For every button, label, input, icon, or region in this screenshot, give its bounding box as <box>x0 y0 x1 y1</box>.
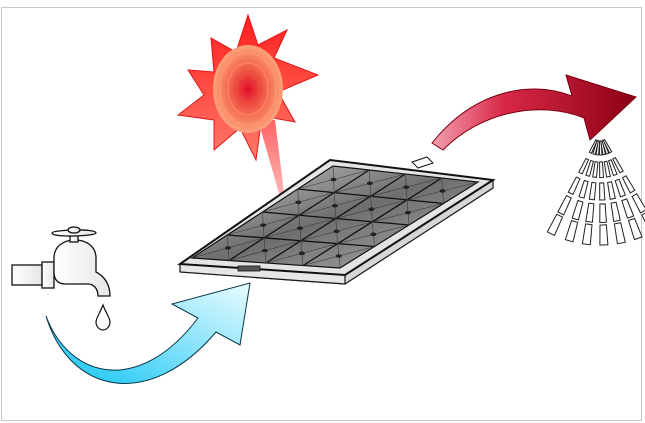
solar-panel <box>177 156 496 285</box>
water-drop-icon <box>95 303 111 331</box>
water-tap-icon <box>11 226 111 297</box>
hot-water-arrow <box>431 74 637 151</box>
diagram-frame <box>1 7 642 421</box>
shower-spray-icon <box>546 138 645 246</box>
cold-water-arrow <box>45 282 251 384</box>
sun-icon <box>176 13 320 162</box>
panel-cell-grid <box>191 165 479 269</box>
